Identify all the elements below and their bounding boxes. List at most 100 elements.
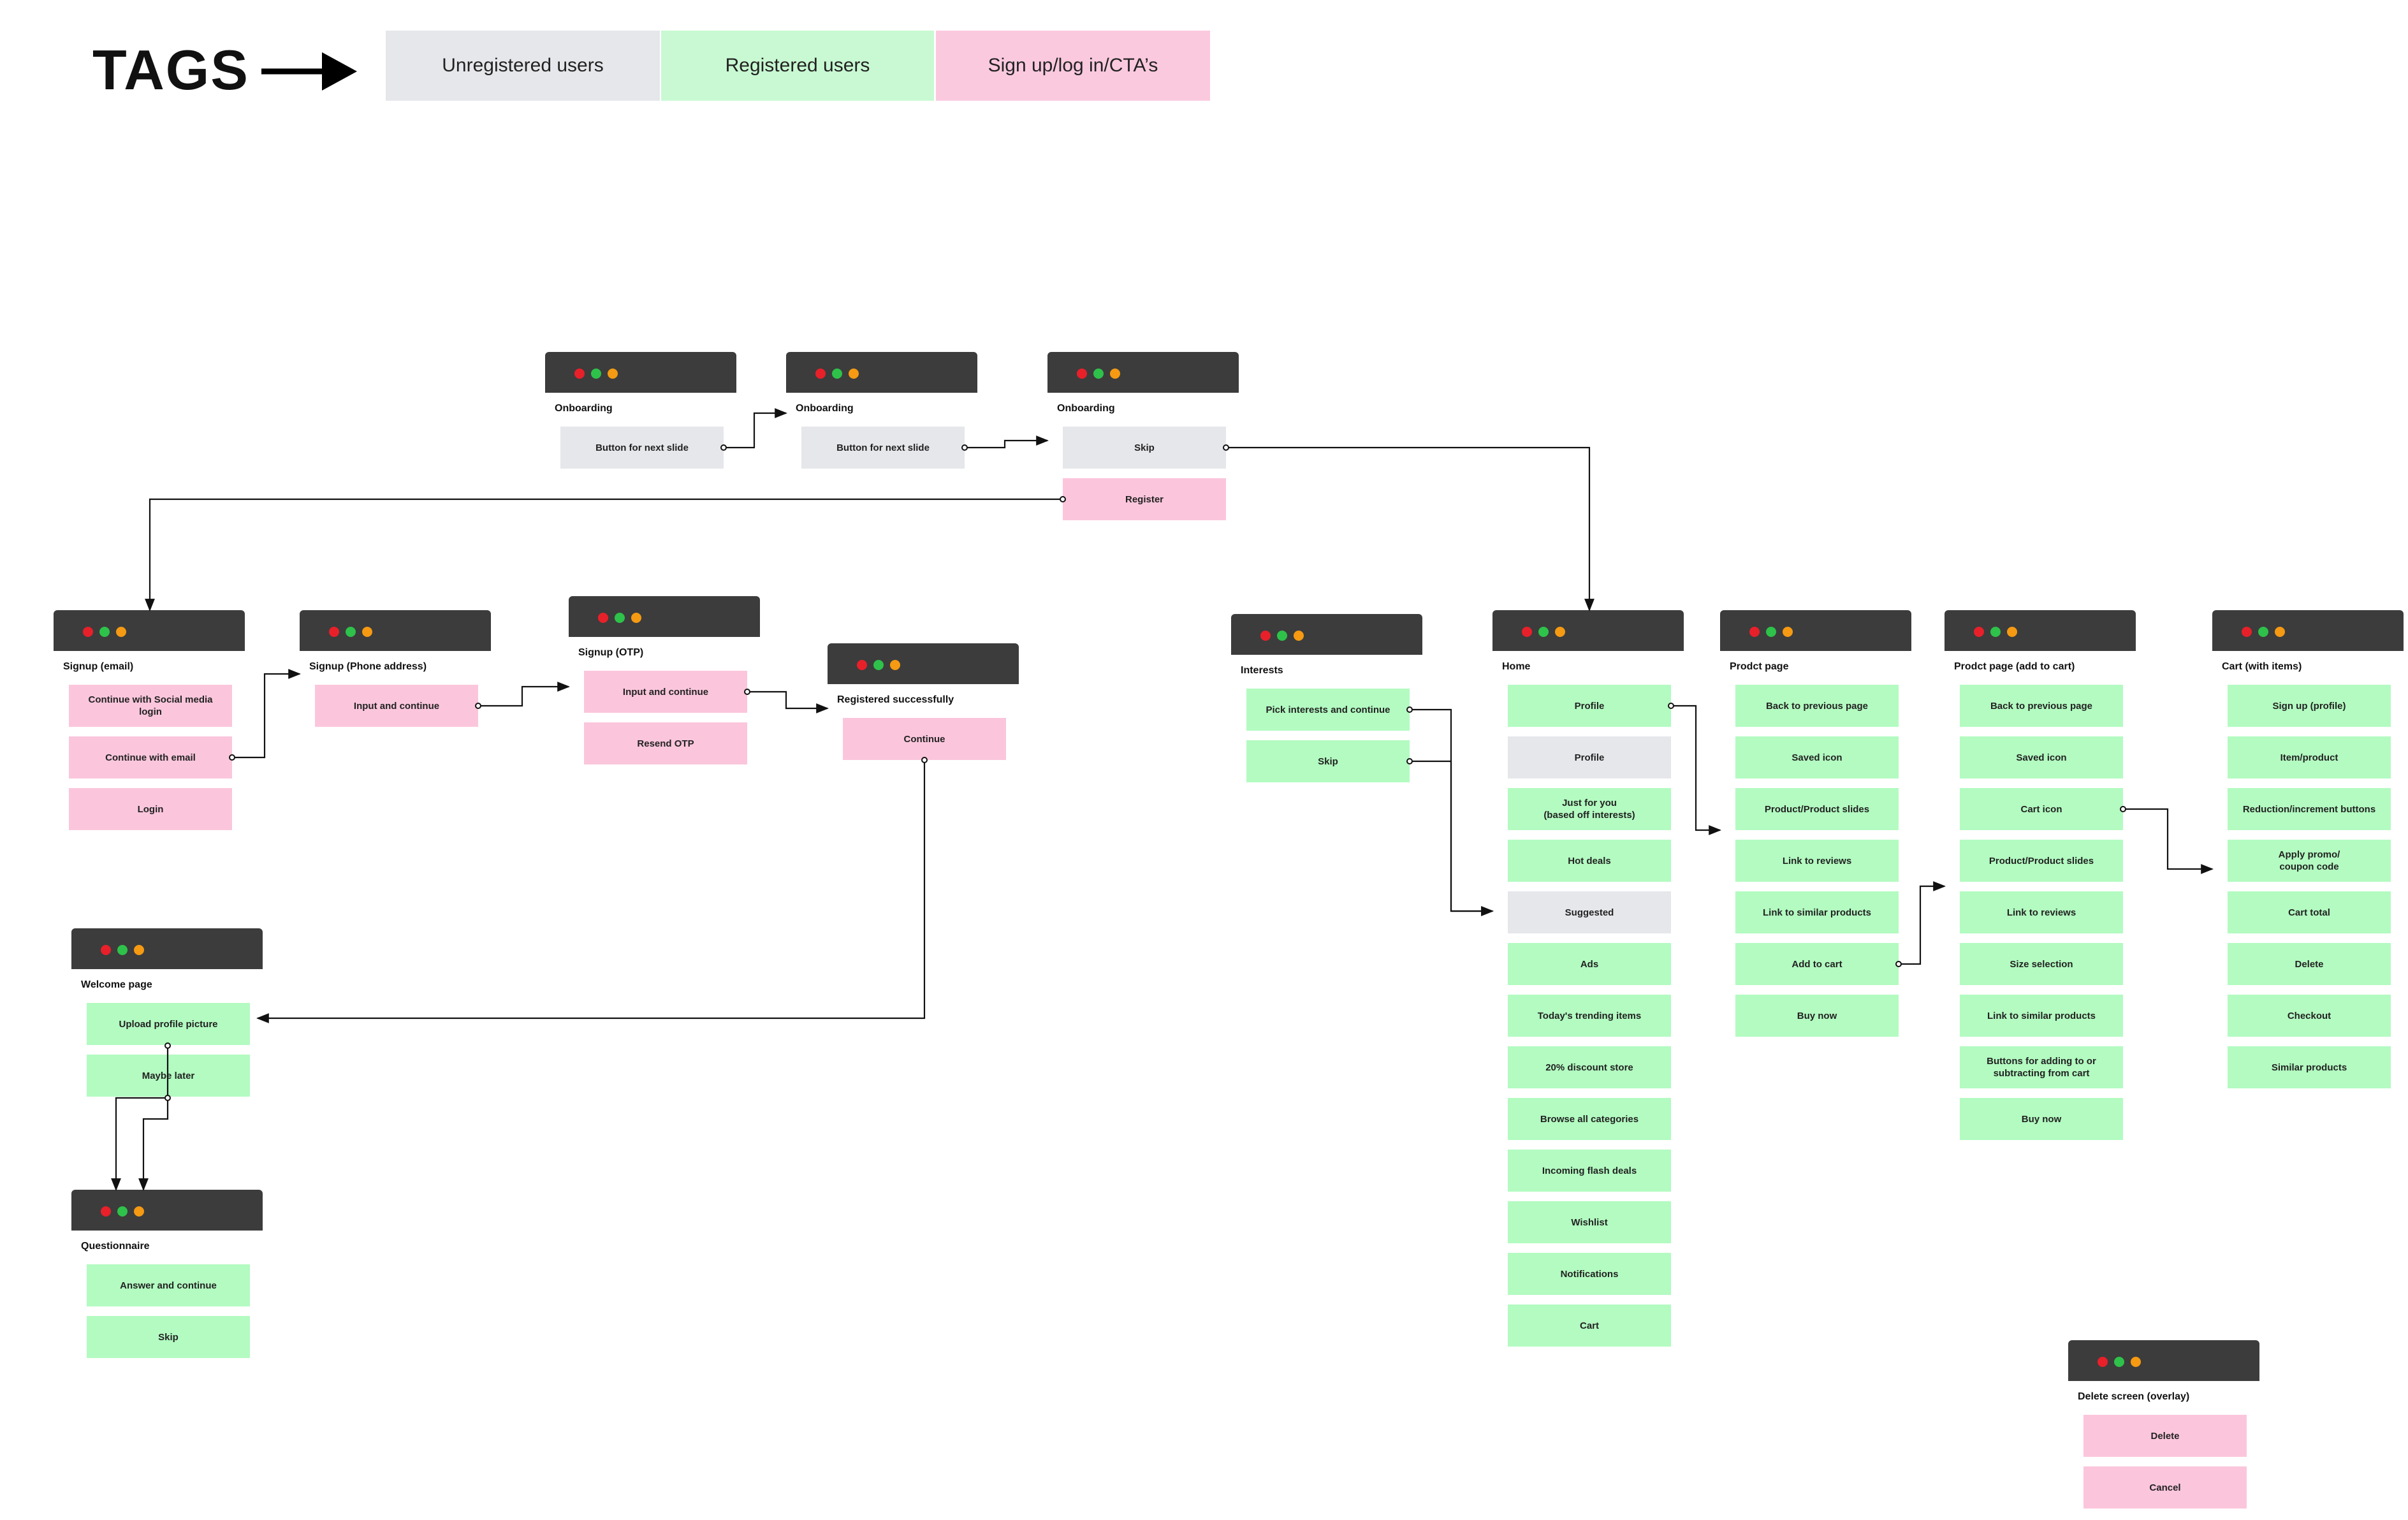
connector-interests-continue-home — [1410, 708, 1494, 916]
minimize-dot-icon — [1110, 369, 1120, 379]
flow-item-login[interactable]: Login — [69, 788, 232, 830]
flow-item-pick-interests-and-continue[interactable]: Pick interests and continue — [1246, 689, 1410, 731]
minimize-dot-icon — [890, 660, 900, 670]
flow-item-link-to-reviews[interactable]: Link to reviews — [1960, 891, 2123, 933]
flow-item-skip[interactable]: Skip — [1246, 740, 1410, 782]
close-dot-icon — [815, 369, 826, 379]
screen-label: Onboarding — [796, 403, 854, 414]
flow-item-saved-icon[interactable]: Saved icon — [1960, 736, 2123, 778]
screen-onboarding3: Onboarding — [1047, 352, 1239, 414]
window-titlebar — [54, 610, 245, 651]
maximize-dot-icon — [117, 1206, 128, 1217]
minimize-dot-icon — [1555, 627, 1565, 637]
flow-item-sign-up-profile[interactable]: Sign up (profile) — [2228, 685, 2391, 727]
minimize-dot-icon — [631, 613, 641, 623]
flow-item-apply-promo-coupon-code[interactable]: Apply promo/ coupon code — [2228, 840, 2391, 882]
screen-label: Prodct page — [1730, 661, 1789, 672]
screen-label: Interests — [1241, 665, 1283, 676]
legend-tag-unregistered-users: Unregistered users — [386, 31, 660, 101]
minimize-dot-icon — [1783, 627, 1793, 637]
window-titlebar — [1492, 610, 1684, 651]
flow-item-cart-total[interactable]: Cart total — [2228, 891, 2391, 933]
flow-item-input-and-continue[interactable]: Input and continue — [315, 685, 478, 727]
flow-item-delete[interactable]: Delete — [2228, 943, 2391, 985]
screen-cart: Cart (with items) — [2212, 610, 2404, 673]
flow-item-continue-with-social-media-login[interactable]: Continue with Social media login — [69, 685, 232, 727]
flow-item-browse-all-categories[interactable]: Browse all categories — [1508, 1098, 1671, 1140]
screen-questionnaire: Questionnaire — [71, 1190, 263, 1252]
flow-item-link-to-reviews[interactable]: Link to reviews — [1735, 840, 1899, 882]
screen-welcome: Welcome page — [71, 928, 263, 991]
flow-item-link-to-similar-products[interactable]: Link to similar products — [1735, 891, 1899, 933]
flow-item-cancel[interactable]: Cancel — [2083, 1466, 2247, 1509]
flow-item-register[interactable]: Register — [1063, 478, 1226, 520]
flow-item-skip[interactable]: Skip — [1063, 427, 1226, 469]
flow-item-button-for-next-slide[interactable]: Button for next slide — [560, 427, 724, 469]
maximize-dot-icon — [591, 369, 601, 379]
flow-item-incoming-flash-deals[interactable]: Incoming flash deals — [1508, 1150, 1671, 1192]
flow-item-hot-deals[interactable]: Hot deals — [1508, 840, 1671, 882]
flow-item-back-to-previous-page[interactable]: Back to previous page — [1960, 685, 2123, 727]
legend-tag-registered-users: Registered users — [661, 31, 934, 101]
minimize-dot-icon — [116, 627, 126, 637]
flow-item-product-product-slides[interactable]: Product/Product slides — [1735, 788, 1899, 830]
flow-item-link-to-similar-products[interactable]: Link to similar products — [1960, 995, 2123, 1037]
window-titlebar — [1047, 352, 1239, 393]
flow-item-item-product[interactable]: Item/product — [2228, 736, 2391, 778]
screen-onboarding2: Onboarding — [786, 352, 977, 414]
flow-item-upload-profile-picture[interactable]: Upload profile picture — [87, 1003, 250, 1045]
maximize-dot-icon — [99, 627, 110, 637]
flow-item-maybe-later[interactable]: Maybe later — [87, 1055, 250, 1097]
flow-item-input-and-continue[interactable]: Input and continue — [584, 671, 747, 713]
flow-item-buttons-for-adding-to-or-subtracting-from-cart[interactable]: Buttons for adding to or subtracting fro… — [1960, 1046, 2123, 1088]
arrow-right-icon — [261, 52, 357, 91]
window-titlebar — [2212, 610, 2404, 651]
flow-item-notifications[interactable]: Notifications — [1508, 1253, 1671, 1295]
flow-item-20-discount-store[interactable]: 20% discount store — [1508, 1046, 1671, 1088]
minimize-dot-icon — [2007, 627, 2017, 637]
flow-item-skip[interactable]: Skip — [87, 1316, 250, 1358]
close-dot-icon — [1974, 627, 1984, 637]
close-dot-icon — [1077, 369, 1087, 379]
flow-item-answer-and-continue[interactable]: Answer and continue — [87, 1264, 250, 1306]
screen-label: Home — [1502, 661, 1531, 672]
screen-label: Prodct page (add to cart) — [1954, 661, 2075, 672]
flow-item-size-selection[interactable]: Size selection — [1960, 943, 2123, 985]
flow-item-continue-with-email[interactable]: Continue with email — [69, 736, 232, 778]
flow-item-buy-now[interactable]: Buy now — [1735, 995, 1899, 1037]
flow-item-profile[interactable]: Profile — [1508, 685, 1671, 727]
flow-item-button-for-next-slide[interactable]: Button for next slide — [801, 427, 965, 469]
maximize-dot-icon — [117, 945, 128, 955]
flow-item-reduction-increment-buttons[interactable]: Reduction/increment buttons — [2228, 788, 2391, 830]
minimize-dot-icon — [849, 369, 859, 379]
screen-onboarding1: Onboarding — [545, 352, 736, 414]
screen-label: Registered successfully — [837, 694, 954, 705]
flow-item-buy-now[interactable]: Buy now — [1960, 1098, 2123, 1140]
maximize-dot-icon — [2114, 1357, 2124, 1367]
flow-item-wishlist[interactable]: Wishlist — [1508, 1201, 1671, 1243]
close-dot-icon — [83, 627, 93, 637]
flow-item-just-for-you-based-off-interests[interactable]: Just for you (based off interests) — [1508, 788, 1671, 830]
flow-item-resend-otp[interactable]: Resend OTP — [584, 722, 747, 764]
flow-item-cart[interactable]: Cart — [1508, 1304, 1671, 1347]
close-dot-icon — [2098, 1357, 2108, 1367]
close-dot-icon — [329, 627, 339, 637]
flow-item-ads[interactable]: Ads — [1508, 943, 1671, 985]
screen-label: Signup (email) — [63, 661, 134, 672]
flow-item-back-to-previous-page[interactable]: Back to previous page — [1735, 685, 1899, 727]
flow-item-today-s-trending-items[interactable]: Today's trending items — [1508, 995, 1671, 1037]
flow-item-suggested[interactable]: Suggested — [1508, 891, 1671, 933]
connector-home-product — [1671, 705, 1721, 835]
flow-item-similar-products[interactable]: Similar products — [2228, 1046, 2391, 1088]
flow-item-saved-icon[interactable]: Saved icon — [1735, 736, 1899, 778]
flow-item-continue[interactable]: Continue — [843, 718, 1006, 760]
flow-item-checkout[interactable]: Checkout — [2228, 995, 2391, 1037]
flow-item-profile[interactable]: Profile — [1508, 736, 1671, 778]
flow-item-cart-icon[interactable]: Cart icon — [1960, 788, 2123, 830]
flow-item-add-to-cart[interactable]: Add to cart — [1735, 943, 1899, 985]
window-titlebar — [786, 352, 977, 393]
window-titlebar — [71, 1190, 263, 1231]
flow-item-delete[interactable]: Delete — [2083, 1415, 2247, 1457]
connector-carticon-cart — [2123, 808, 2214, 874]
flow-item-product-product-slides[interactable]: Product/Product slides — [1960, 840, 2123, 882]
